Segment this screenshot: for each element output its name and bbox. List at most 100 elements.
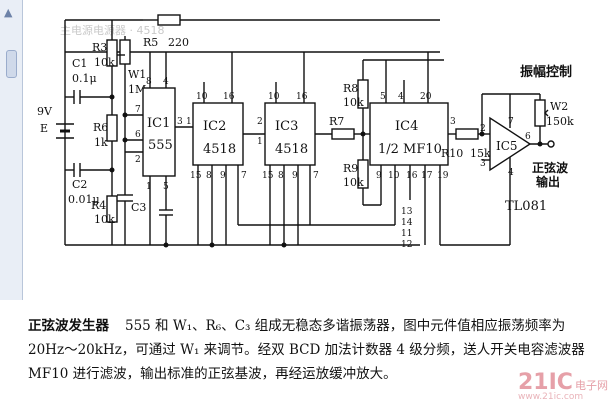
c3-label: C3 <box>131 201 146 214</box>
r7-label: R7 <box>329 115 344 128</box>
scroll-up-arrow-icon[interactable]: ▲ <box>4 6 13 19</box>
r10-value: 15k <box>470 147 491 160</box>
ic1-pin4: 4 <box>163 77 169 87</box>
r3-label: R3 <box>92 41 107 54</box>
ic4-pin3: 3 <box>450 117 456 127</box>
ic3-chip <box>264 102 316 166</box>
junction-dots <box>109 94 543 248</box>
ic2-pin9: 9 <box>220 171 226 181</box>
r10-label: R10 <box>441 147 463 160</box>
ic4-pin4: 4 <box>398 92 404 102</box>
ic1-name: IC1 <box>147 116 170 131</box>
ic1-pin2: 2 <box>135 155 141 165</box>
r3-value: 10k <box>94 56 115 69</box>
ic4-pin14: 14 <box>401 218 413 228</box>
watermark-sub: 电子网 <box>574 379 608 392</box>
r8-label: R8 <box>343 82 358 95</box>
ic3-pin1: 1 <box>257 137 263 147</box>
ic5-pin3: 3 <box>480 159 486 169</box>
ic3-pin10: 10 <box>268 92 280 102</box>
left-scrollbar[interactable]: ▲ <box>0 0 23 300</box>
ic1-pin1: 1 <box>146 182 152 192</box>
r6-value: 1k <box>94 136 108 149</box>
battery-voltage: 9V <box>37 105 53 118</box>
r6-resistor <box>106 114 118 142</box>
r4-value: 10k <box>94 213 115 226</box>
ic3-pin8: 8 <box>278 171 284 181</box>
ic2-pin7: 7 <box>241 171 247 181</box>
r6-label: R6 <box>93 121 108 134</box>
output-label-2: 输出 <box>536 174 560 189</box>
w1-label: W1 <box>128 68 146 81</box>
c1-label: C1 <box>72 57 87 70</box>
ic5-pin2: 2 <box>480 124 486 134</box>
r8-value: 10k <box>343 96 364 109</box>
scroll-thumb[interactable] <box>6 50 17 78</box>
ic3-pin2: 2 <box>257 117 263 127</box>
ic4-pin16: 16 <box>406 171 418 181</box>
ic4-pin17: 17 <box>421 171 433 181</box>
c2-label: C2 <box>72 178 87 191</box>
ic3-pin16: 16 <box>296 92 308 102</box>
caption-title: 正弦波发生器 <box>28 318 109 334</box>
ic4-type: 1/2 MF10 <box>378 142 442 157</box>
ic1-pin8: 8 <box>146 77 152 87</box>
ic2-type: 4518 <box>203 142 236 157</box>
r4-label: R4 <box>91 199 106 212</box>
w2-potentiometer <box>534 99 546 127</box>
ic1-pin7: 7 <box>135 105 141 115</box>
r5-resistor <box>157 14 181 26</box>
ic4-pin10: 10 <box>388 171 400 181</box>
w2-value: 150k <box>546 115 574 128</box>
ic3-pin7: 7 <box>313 171 319 181</box>
r10-resistor <box>455 128 479 140</box>
ic5-type: TL081 <box>505 199 547 214</box>
ic1-pin3: 3 <box>177 117 183 127</box>
ic4-pin11: 11 <box>401 229 412 239</box>
ic4-pin19: 19 <box>437 171 449 181</box>
output-label-1: 正弦波 <box>532 160 569 175</box>
ic4-pin13: 13 <box>401 207 413 217</box>
r5-value: 220 <box>168 36 189 49</box>
w2-wiper-arrow <box>544 109 549 117</box>
ic1-pin6: 6 <box>135 130 141 140</box>
circuit-diagram: R5 220 R3 10k W1 1M C1 0.1μ 9V E R6 1k <box>37 14 574 250</box>
ic2-pin10: 10 <box>196 92 208 102</box>
c1-value: 0.1μ <box>72 72 97 85</box>
amp-control-label: 振幅控制 <box>520 64 572 80</box>
ic3-name: IC3 <box>275 119 298 134</box>
r5-label: R5 <box>143 36 158 49</box>
w1-value: 1M <box>128 83 146 96</box>
ic2-pin16: 16 <box>223 92 235 102</box>
ic3-pin15: 15 <box>262 171 274 181</box>
ic4-pin12: 12 <box>401 240 412 250</box>
ic2-pin8: 8 <box>206 171 212 181</box>
ic4-chip <box>369 102 449 166</box>
ic5-pin6: 6 <box>525 132 531 142</box>
ic5-pin4: 4 <box>508 168 514 178</box>
ic3-type: 4518 <box>275 142 308 157</box>
ic2-chip <box>192 102 244 166</box>
ic1-type: 555 <box>148 138 173 153</box>
r9-label: R9 <box>343 162 358 175</box>
ic5-pin7: 7 <box>508 117 514 127</box>
ic2-pin15: 15 <box>190 171 202 181</box>
c2-value: 0.01μ <box>68 193 100 206</box>
ic1-chip <box>142 87 176 177</box>
ic4-pin5: 5 <box>380 92 386 102</box>
ic2-pin1: 1 <box>186 117 192 127</box>
ic4-pin20: 20 <box>420 92 432 102</box>
ic5-name: IC5 <box>496 139 518 153</box>
ic4-name: IC4 <box>395 119 418 134</box>
ic2-name: IC2 <box>203 119 226 134</box>
ic1-pin5: 5 <box>163 182 169 192</box>
caption-body: 555 和 W₁、R₆、C₃ 组成无稳态多谐振荡器，图中元件值相应振荡频率为 2… <box>28 318 585 382</box>
ic3-pin9: 9 <box>292 171 298 181</box>
r7-resistor <box>331 128 355 140</box>
output-terminal <box>547 140 555 148</box>
r9-value: 10k <box>343 176 364 189</box>
watermark-brand: 21IC <box>518 370 573 395</box>
